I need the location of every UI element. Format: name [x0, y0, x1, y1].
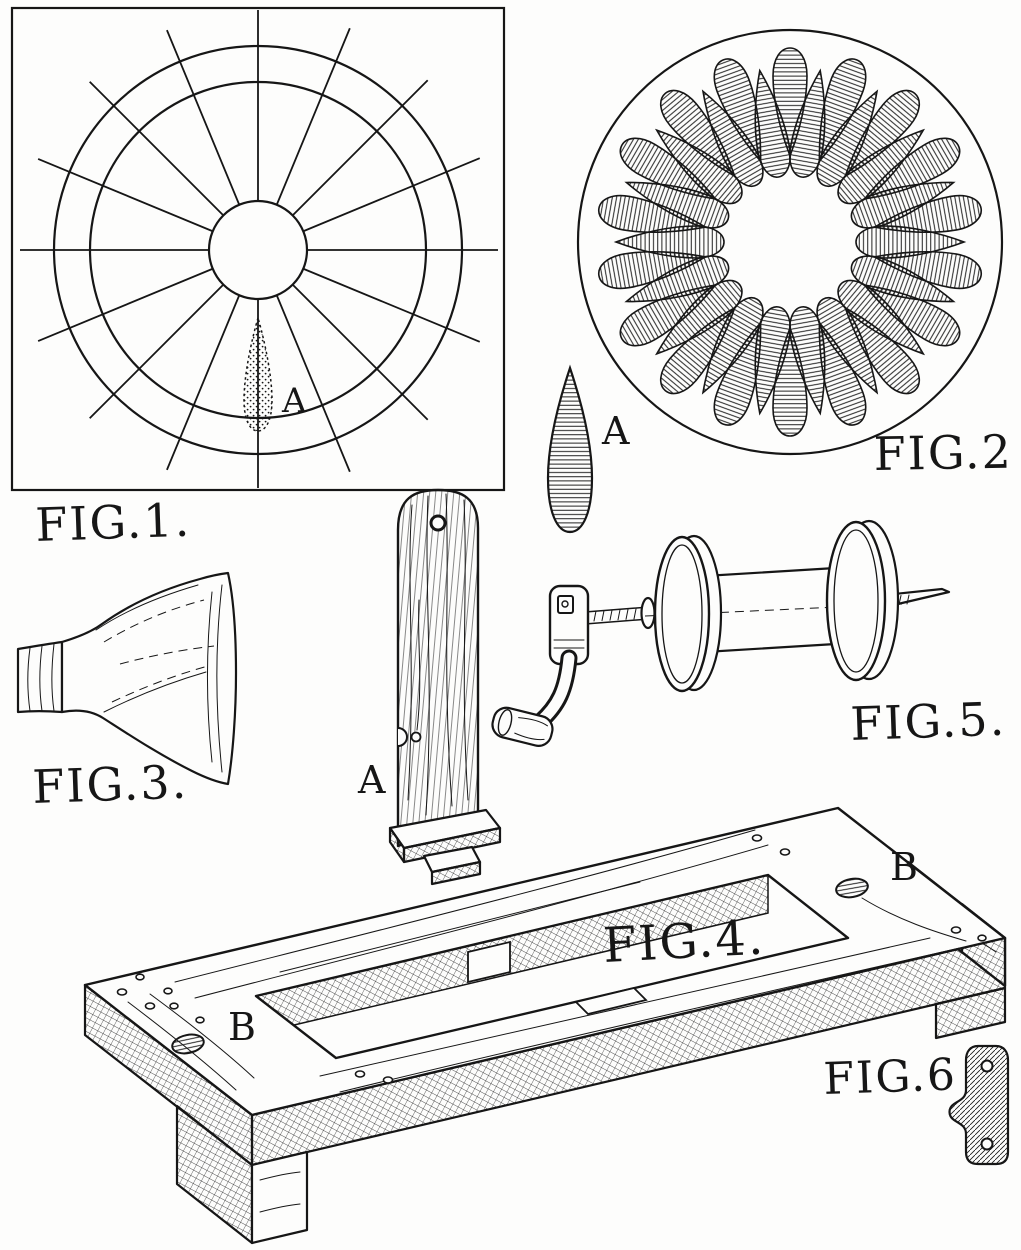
fig1-hub-circle	[207, 199, 309, 301]
frame-screw-holes	[116, 834, 987, 1084]
fig3-turned-funnel: FIG.3.	[16, 571, 238, 814]
bracket-screw-hole-bottom	[980, 1137, 994, 1151]
fig1-template-label: A	[281, 381, 309, 421]
fig6-caption: FIG.6	[823, 1049, 958, 1105]
fig1-traced-template	[243, 315, 273, 432]
fig1-wheel-layout-diagram: A FIG.1.	[10, 6, 506, 552]
fig5-bobbin-and-crank: FIG.5.	[491, 519, 1007, 751]
fig1-caption: FIG.1.	[34, 493, 192, 552]
frame-upright-hole-left	[171, 1033, 205, 1055]
crank-grip	[491, 706, 554, 747]
fig4-hole-label-right: B	[890, 845, 920, 889]
frame-front-mortise-notch	[574, 987, 648, 1015]
fig4-caption: FIG.4.	[602, 910, 767, 974]
frame-upright-hole-right	[835, 877, 869, 899]
upright-pivot-hole	[429, 514, 447, 532]
upright-notch	[397, 727, 408, 747]
fig4-base-frame: B B FIG.4.	[83, 806, 1007, 1245]
fig3-caption: FIG.3.	[31, 755, 189, 814]
fig2-fan-wheel: FIG.2	[576, 28, 1013, 481]
crank-setscrew-slot	[557, 595, 574, 614]
frame-right-foot	[934, 986, 1007, 1040]
fig1-square-blank	[10, 6, 506, 492]
teardrop-pattern-piece: A	[546, 364, 631, 534]
axle-thread-ticks	[593, 608, 637, 622]
frame-back-mortise-notch	[467, 940, 511, 984]
fig6-bracket: FIG.6	[823, 1044, 1010, 1166]
bobbin-right-disc	[825, 519, 900, 682]
bracket-plate	[948, 1044, 1010, 1166]
frame-top-face	[83, 806, 1007, 1117]
upright-arm-piece: A	[357, 488, 502, 886]
upright-label: A	[357, 758, 387, 802]
upright-board	[396, 488, 480, 848]
fig5-caption: FIG.5.	[849, 692, 1007, 751]
fig4-hole-label-left: B	[228, 1005, 258, 1049]
pattern-piece-label: A	[601, 409, 631, 453]
pattern-piece-shape	[546, 364, 594, 534]
bobbin-left-disc	[653, 534, 723, 693]
fig3-bell	[60, 571, 238, 786]
crank-handle-assembly	[491, 584, 590, 747]
axle-hub	[640, 596, 656, 630]
fig2-caption: FIG.2	[873, 425, 1013, 481]
bracket-screw-hole-top	[980, 1059, 994, 1073]
